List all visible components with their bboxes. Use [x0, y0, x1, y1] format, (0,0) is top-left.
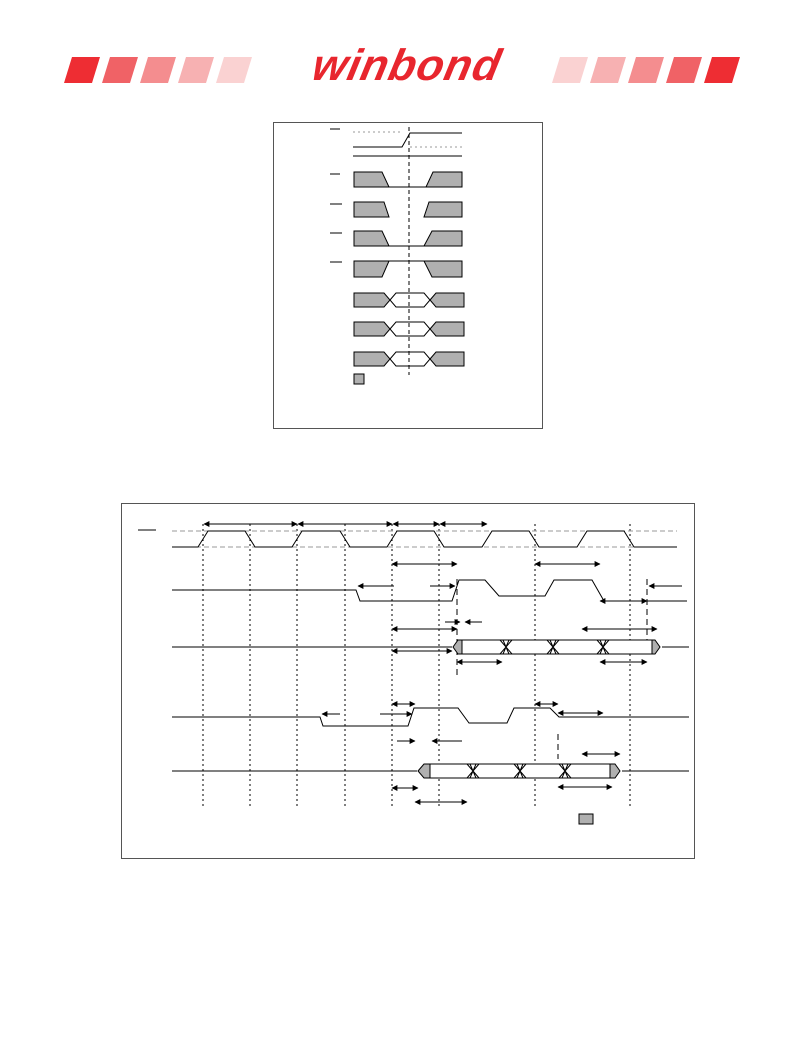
gray-shaded-box-icon [353, 373, 365, 385]
timing-diagram-large-canvas [138, 521, 689, 825]
timing-diagram-small-canvas [330, 127, 465, 385]
brand-wordmark: winbond [307, 41, 507, 90]
logo-stripes [64, 57, 740, 83]
logo-stripe [216, 57, 252, 83]
logo-stripe [102, 57, 138, 83]
logo-stripe [140, 57, 176, 83]
gray-shaded-box-icon [578, 813, 594, 825]
timing-diagram-small [273, 122, 543, 429]
timing-diagram-large [121, 503, 695, 859]
logo-stripe [628, 57, 664, 83]
logo-stripe [666, 57, 702, 83]
logo-stripe [552, 57, 588, 83]
logo-stripe [590, 57, 626, 83]
logo-stripe [64, 57, 100, 83]
logo-stripe [178, 57, 214, 83]
logo-stripe [704, 57, 740, 83]
